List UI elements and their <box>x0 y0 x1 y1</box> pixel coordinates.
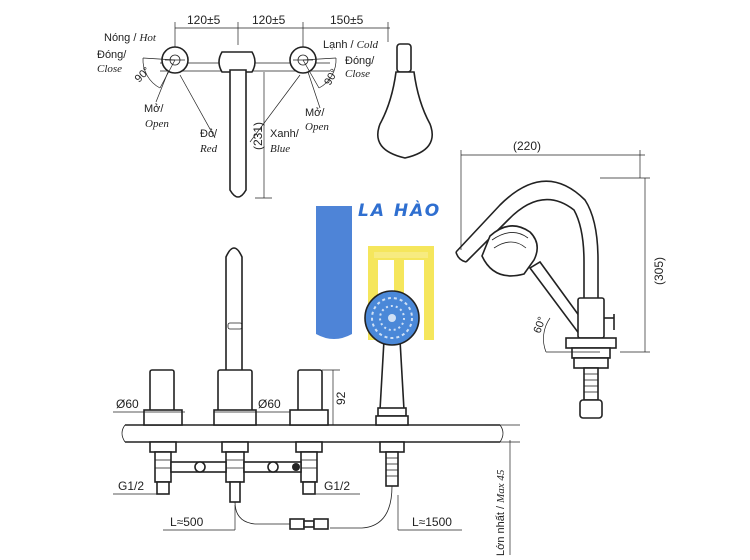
label-red: Đỏ/ <box>200 128 218 140</box>
dim-231: (231) <box>251 122 265 150</box>
hose-length-short: L≈500 <box>170 515 204 529</box>
logo-text: LA HÀO <box>358 199 441 221</box>
label-open-right-en: Open <box>305 121 329 133</box>
label-angle-right: 90° <box>322 67 341 87</box>
dim-120-left: 120±5 <box>187 13 221 27</box>
dim-150: 150±5 <box>330 13 364 27</box>
dim-diam-left: Ø60 <box>116 397 139 411</box>
label-close-left-en: Close <box>97 63 122 75</box>
label-blue-en: Blue <box>270 143 290 155</box>
label-hot: Nóng / <box>104 32 139 44</box>
side-spout-inner <box>465 198 585 300</box>
hose-connector <box>385 451 399 487</box>
label-hot-en: Hot <box>138 32 156 44</box>
front-spout <box>225 247 243 373</box>
label-close-left: Đóng/ <box>97 49 127 61</box>
spout-top-view <box>229 69 247 198</box>
dim-120-right: 120±5 <box>252 13 286 27</box>
svg-text:Nóng / Hot: Nóng / Hot <box>104 32 157 44</box>
front-view: 92 Ø60 Ø60 G1/2 G1/2 L≈500 L≈1500 Lớn nh… <box>113 247 520 556</box>
label-max: Lớn nhất / <box>495 503 507 556</box>
dim-92: 92 <box>334 391 348 405</box>
label-red-en: Red <box>199 143 218 155</box>
dim-220: (220) <box>513 139 541 153</box>
thread-left: G1/2 <box>118 479 144 493</box>
thread-right: G1/2 <box>324 479 350 493</box>
top-view: 120±5 120±5 150±5 (231) Nó <box>97 13 433 199</box>
side-spout-outer <box>455 180 599 300</box>
label-max-value: Max 45 <box>495 469 507 504</box>
label-close-right: Đóng/ <box>345 55 375 67</box>
dim-diam-center: Ø60 <box>258 397 281 411</box>
side-handshower-head <box>481 225 538 277</box>
svg-text:Lớn nhất / Max 45: Lớn nhất / Max 45 <box>495 469 507 556</box>
label-angle-60: 60° <box>532 315 549 335</box>
front-handshower-handle <box>379 339 405 411</box>
label-open-left-en: Open <box>145 118 169 130</box>
label-angle-left: 90° <box>133 65 153 85</box>
dim-305: (305) <box>652 257 666 285</box>
front-hot-handle <box>149 369 175 415</box>
label-open-left: Mở/ <box>144 103 164 115</box>
hose-length-long: L≈1500 <box>412 515 452 529</box>
label-cold: Lạnh / <box>323 39 357 51</box>
side-view: (220) (305) 60° <box>455 139 666 419</box>
svg-text:Lạnh / Cold: Lạnh / Cold <box>323 39 379 51</box>
label-open-right: Mở/ <box>305 107 325 119</box>
hand-shower-top-view <box>377 71 433 159</box>
label-cold-en: Cold <box>357 39 379 51</box>
label-blue: Xanh/ <box>270 128 300 140</box>
front-cold-handle <box>297 369 323 415</box>
label-close-right-en: Close <box>345 68 370 80</box>
